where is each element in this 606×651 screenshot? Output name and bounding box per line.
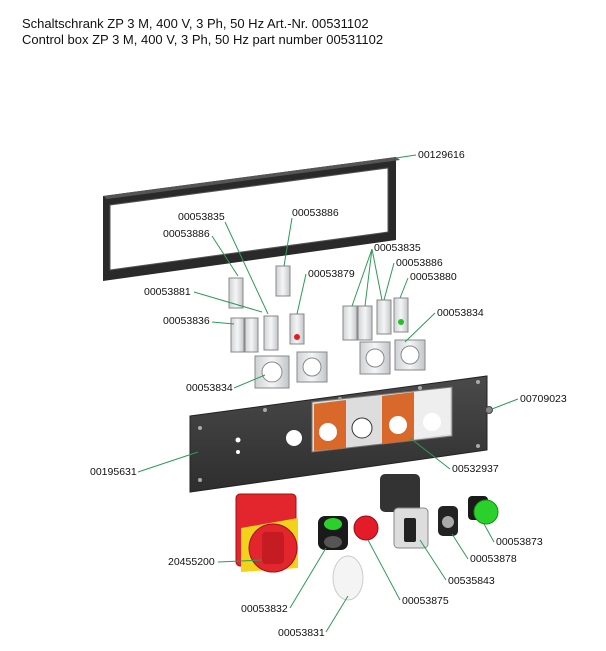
- leader-line-p5: [351, 248, 373, 307]
- leader-line-p7: [296, 273, 307, 315]
- leader-lines: [137, 154, 519, 633]
- leader-line-p22: [325, 595, 349, 633]
- part-number-label: 00053836: [163, 315, 210, 327]
- title-english: Control box ZP 3 M, 400 V, 3 Ph, 50 Hz p…: [22, 32, 384, 47]
- leader-line-p3: [283, 217, 293, 267]
- leader-line-p18: [451, 533, 469, 560]
- screw: [485, 406, 493, 414]
- gasket-frame: [103, 157, 400, 281]
- part-labels: 00129616 00053835 00053886 00053886 00053835…: [90, 149, 567, 639]
- red-pushbutton: [353, 515, 379, 541]
- part-number-label: 00053878: [470, 553, 517, 565]
- part-number-label: 00053881: [144, 286, 191, 298]
- part-number-label: 00053832: [241, 603, 288, 615]
- leader-line-p8: [399, 277, 409, 299]
- leader-line-p9: [193, 291, 263, 313]
- leader-line-p16: [483, 523, 495, 543]
- leader-line-p1: [395, 154, 417, 159]
- part-number-label: 00129616: [418, 149, 465, 161]
- leader-line-p12: [233, 374, 266, 389]
- part-number-label: 00053873: [496, 536, 543, 548]
- leader-line-p4: [211, 235, 239, 277]
- leader-line-p5: [364, 248, 373, 307]
- part-number-label: 20455200: [168, 556, 215, 568]
- leader-line-p15: [409, 437, 451, 470]
- leader-line-p5: [371, 248, 383, 301]
- contact-block-group-left: [228, 265, 305, 353]
- leader-line-p14: [137, 451, 199, 473]
- part-number-label: 00053831: [278, 627, 325, 639]
- part-number-label: 00195631: [90, 466, 137, 478]
- green-pushbutton: [468, 496, 499, 525]
- leader-line-p2: [224, 221, 269, 315]
- contact-block-group-right: [342, 297, 409, 341]
- double-pushbutton: [318, 516, 348, 550]
- part-number-label: 00053879: [308, 268, 355, 280]
- part-number-label: 00053886: [396, 257, 443, 269]
- part-number-label: 00532937: [452, 463, 499, 475]
- leader-line-p21: [367, 539, 401, 601]
- leader-line-p19: [419, 539, 447, 581]
- part-number-label: 00053834: [186, 382, 233, 394]
- leader-line-p13: [491, 398, 519, 410]
- leader-line-p20: [289, 547, 327, 609]
- part-number-label: 00053834: [437, 307, 484, 319]
- leader-line-p11: [211, 321, 235, 325]
- part-number-label: 00053886: [292, 207, 339, 219]
- part-number-label: 00053875: [402, 595, 449, 607]
- key-switch: [438, 506, 458, 536]
- part-number-label: 00709023: [520, 393, 567, 405]
- part-number-label: 00053886: [163, 228, 210, 240]
- part-number-label: 00053880: [410, 271, 457, 283]
- leader-line-p10: [404, 312, 436, 343]
- selector-switch: [380, 474, 429, 549]
- part-number-label: 00535843: [448, 575, 495, 587]
- part-number-label: 00053835: [374, 242, 421, 254]
- part-number-label: 00053835: [178, 211, 225, 223]
- white-lens-cap: [332, 555, 364, 601]
- instruction-label: [311, 386, 453, 453]
- title-german: Schaltschrank ZP 3 M, 400 V, 3 Ph, 50 Hz…: [22, 16, 369, 31]
- leader-line-p6: [383, 262, 395, 301]
- leader-line-p17: [217, 559, 263, 563]
- mounting-adapters: [254, 339, 426, 389]
